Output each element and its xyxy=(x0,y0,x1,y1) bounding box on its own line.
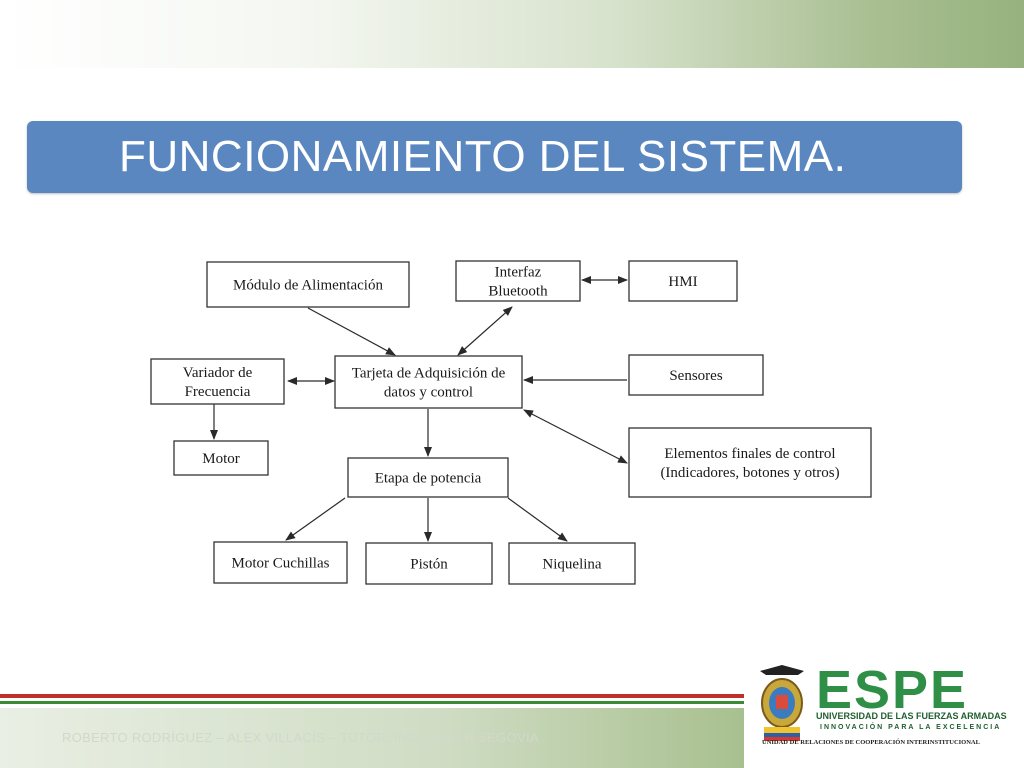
node-label: Pistón xyxy=(410,557,448,573)
node-box xyxy=(213,541,348,584)
logo-motto: INNOVACIÓN PARA LA EXCELENCIA xyxy=(820,724,1002,731)
node-elementos: Elementos finales de control (Indicadores… xyxy=(628,427,872,498)
node-label: Motor Cuchillas xyxy=(232,556,330,572)
coat-of-arms-icon xyxy=(760,665,804,741)
node-label: HMI xyxy=(668,274,697,290)
logo-unit: UNIDAD DE RELACIONES DE COOPERACIÓN INTE… xyxy=(762,739,980,746)
footer-red-stripe xyxy=(0,694,744,698)
node-label: Variador de xyxy=(183,365,253,381)
node-box xyxy=(365,542,493,585)
footer-authors: ROBERTO RODRÍGUEZ – ALEX VILLACÍS – TUTO… xyxy=(62,730,539,745)
node-modulo: Módulo de Alimentación xyxy=(206,261,410,308)
node-label: Interfaz xyxy=(495,265,542,281)
node-box xyxy=(173,440,269,476)
node-label: Motor xyxy=(202,451,240,467)
node-label: Tarjeta de Adquisición de xyxy=(352,366,506,382)
top-gradient-band xyxy=(0,0,1024,68)
footer-green-stripe xyxy=(0,701,744,704)
node-label: Etapa de potencia xyxy=(375,471,482,487)
title-bar: FUNCIONAMIENTO DEL SISTEMA. xyxy=(27,121,962,193)
node-niquelina: Niquelina xyxy=(508,542,636,585)
node-box xyxy=(334,355,523,409)
espe-logo: ESPE UNIVERSIDAD DE LAS FUERZAS ARMADAS … xyxy=(744,655,1024,768)
logo-university: UNIVERSIDAD DE LAS FUERZAS ARMADAS xyxy=(816,711,1007,721)
node-label: Bluetooth xyxy=(488,284,548,300)
node-box xyxy=(628,354,764,396)
footer-band xyxy=(0,708,744,768)
arrow-etapa-niquelina xyxy=(507,497,568,542)
arrow-etapa-motorcuch xyxy=(285,497,346,541)
node-sensores: Sensores xyxy=(628,354,764,396)
node-label: Elementos finales de control xyxy=(664,446,835,462)
node-tarjeta: Tarjeta de Adquisición de datos y control xyxy=(334,355,523,409)
arrow-modulo-tarjeta xyxy=(307,307,396,356)
arrow-tarjeta-interfaz xyxy=(457,306,513,356)
node-box xyxy=(508,542,636,585)
node-box xyxy=(455,260,581,302)
node-box xyxy=(347,457,509,498)
node-label: Niquelina xyxy=(542,557,601,573)
node-box xyxy=(628,260,738,302)
node-label: Frecuencia xyxy=(185,384,251,400)
node-variador: Variador de Frecuencia xyxy=(150,358,285,405)
node-etapa: Etapa de potencia xyxy=(347,457,509,498)
node-box xyxy=(150,358,285,405)
node-hmi: HMI xyxy=(628,260,738,302)
node-piston: Pistón xyxy=(365,542,493,585)
node-motor: Motor xyxy=(173,440,269,476)
node-label: Sensores xyxy=(669,368,722,384)
arrow-tarjeta-elementos xyxy=(523,409,628,464)
node-label: Módulo de Alimentación xyxy=(233,278,383,294)
node-motorcuch: Motor Cuchillas xyxy=(213,541,348,584)
node-label: datos y control xyxy=(384,385,473,401)
node-label: (Indicadores, botones y otros) xyxy=(660,465,839,481)
node-box xyxy=(206,261,410,308)
node-box xyxy=(628,427,872,498)
footer-stripes xyxy=(0,694,744,708)
logo-brand: ESPE xyxy=(816,660,969,720)
slide-title: FUNCIONAMIENTO DEL SISTEMA. xyxy=(119,132,847,181)
